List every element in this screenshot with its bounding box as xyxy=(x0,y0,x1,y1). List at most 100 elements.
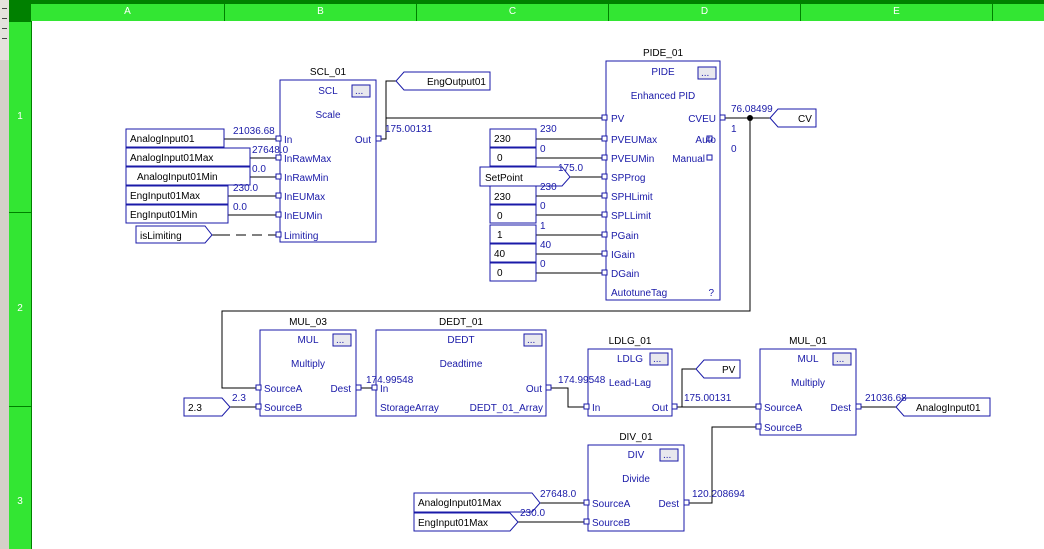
const-2-3[interactable] xyxy=(183,397,231,417)
mul1-type: MUL xyxy=(797,354,819,365)
tag-engoutput01[interactable] xyxy=(395,71,491,91)
scl-pin-limiting: Limiting xyxy=(284,231,318,242)
pide-val-cveu: 76.08499 xyxy=(731,104,773,115)
pide-pin-pveumax: PVEUMax xyxy=(611,135,657,146)
pide-val-pveumax: 230 xyxy=(540,124,557,135)
mul1-val-dest: 21036.68 xyxy=(865,393,907,404)
tag-label-analoginput01-out: AnalogInput01 xyxy=(916,403,981,414)
pide-props-button[interactable] xyxy=(697,66,717,80)
pide-pin-pgain: PGain xyxy=(611,231,639,242)
pide-val-pveumin: 0 xyxy=(540,144,546,155)
pide-val-spllimit: 0 xyxy=(540,201,546,212)
pide-val-auto: 1 xyxy=(731,124,737,135)
scl-pin-out: Out xyxy=(355,135,371,146)
tag-label-setpoint: SetPoint xyxy=(485,173,523,184)
column-label: A xyxy=(124,6,131,17)
svg-text:...: ... xyxy=(653,354,661,365)
mul1-props-button[interactable] xyxy=(832,352,852,366)
mul1-pin-a: SourceA xyxy=(764,403,803,414)
tag-label-islimiting: isLimiting xyxy=(140,231,182,242)
mul3-pin-b: SourceB xyxy=(264,403,303,414)
pide-block[interactable] xyxy=(605,60,721,301)
dedt-block[interactable] xyxy=(375,329,547,417)
tag-label-analoginput01max: AnalogInput01Max xyxy=(130,153,213,164)
tag-label-enginput01min: EngInput01Min xyxy=(130,210,197,221)
const-230-a[interactable] xyxy=(489,128,537,148)
ldlg-props-button[interactable] xyxy=(649,352,669,366)
row-1-label[interactable]: 1 xyxy=(17,111,23,122)
svg-text:...: ... xyxy=(836,354,844,365)
tag-analoginput01-out[interactable] xyxy=(895,397,991,417)
scl-val-eumax: 230.0 xyxy=(233,183,258,194)
tag-div-analoginput01max[interactable] xyxy=(413,492,541,513)
div-props-button[interactable] xyxy=(659,448,679,462)
pide-val-manual: 0 xyxy=(731,144,737,155)
dedt-val-out: 174.99548 xyxy=(558,375,606,386)
dedt-type: DEDT xyxy=(447,335,474,346)
column-label: C xyxy=(508,6,517,17)
row-2-label[interactable]: 2 xyxy=(17,303,23,314)
scl-pin-eumax: InEUMax xyxy=(284,192,325,203)
dedt-pin-in: In xyxy=(380,384,388,395)
svg-text:...: ... xyxy=(336,335,344,346)
tag-div-enginput01max[interactable] xyxy=(413,512,519,532)
tag-cv[interactable] xyxy=(769,108,817,128)
const-0-b[interactable] xyxy=(489,204,537,224)
column-c-header[interactable]: C xyxy=(417,4,609,21)
const-0-a[interactable] xyxy=(489,147,537,167)
tag-islimiting[interactable] xyxy=(135,225,213,244)
div-pin-b: SourceB xyxy=(592,518,631,529)
const-40[interactable] xyxy=(489,243,537,263)
tag-analoginput01max[interactable] xyxy=(125,147,251,167)
column-a-header[interactable]: A xyxy=(31,4,225,21)
row-3-label[interactable]: 3 xyxy=(17,496,23,507)
pide-pin-sphlimit: SPHLimit xyxy=(611,192,653,203)
pide-pin-spprog: SPProg xyxy=(611,173,645,184)
mul3-val-b: 2.3 xyxy=(232,393,246,404)
div-pin-a: SourceA xyxy=(592,499,631,510)
pide-val-spprog: 175.0 xyxy=(558,163,583,174)
window-edge xyxy=(0,0,9,549)
scl-props-button[interactable] xyxy=(351,84,371,98)
scl-block[interactable] xyxy=(279,79,377,243)
svg-text:...: ... xyxy=(527,335,535,346)
ldlg-tag-name: LDLG_01 xyxy=(609,336,652,347)
tag-pv[interactable] xyxy=(695,359,741,379)
tag-label-enginput01max: EngInput01Max xyxy=(130,191,200,202)
pide-pin-pv: PV xyxy=(611,114,625,125)
pide-pin-spllimit: SPLLimit xyxy=(611,211,651,222)
ldlg-pin-out: Out xyxy=(652,403,668,414)
column-header: A B C D E xyxy=(9,0,1044,21)
scl-val-eumin: 0.0 xyxy=(233,202,247,213)
scl-val-rawmax: 27648.0 xyxy=(252,145,289,156)
const-1[interactable] xyxy=(489,224,537,244)
pide-pin-pveumin: PVEUMin xyxy=(611,154,654,165)
pide-tag-name: PIDE_01 xyxy=(643,48,683,59)
tag-analoginput01min[interactable] xyxy=(125,166,251,186)
svg-text:...: ... xyxy=(701,68,709,79)
column-d-header[interactable]: D xyxy=(609,4,801,21)
dedt-props-button[interactable] xyxy=(523,333,543,347)
tag-label-40: 40 xyxy=(494,249,506,260)
svg-text:...: ... xyxy=(355,86,363,97)
div-pin-dest: Dest xyxy=(658,499,679,510)
tag-setpoint[interactable] xyxy=(479,166,571,187)
ldlg-pin-in: In xyxy=(592,403,600,414)
tag-enginput01max[interactable] xyxy=(125,185,229,205)
column-f-header[interactable] xyxy=(993,4,1044,21)
mul3-props-button[interactable] xyxy=(332,333,352,347)
svg-text:...: ... xyxy=(663,450,671,461)
tag-analoginput01[interactable] xyxy=(125,128,225,148)
mul1-desc: Multiply xyxy=(791,378,825,389)
tag-label-div-eng01max: EngInput01Max xyxy=(418,518,488,529)
tag-enginput01min[interactable] xyxy=(125,204,229,224)
pide-pin-cveu: CVEU xyxy=(688,114,716,125)
dedt-pin-storage: StorageArray xyxy=(380,403,439,414)
scl-pin-eumin: InEUMin xyxy=(284,211,322,222)
pide-val-igain: 40 xyxy=(540,240,552,251)
mul1-tag-name: MUL_01 xyxy=(789,336,827,347)
column-e-header[interactable]: E xyxy=(801,4,993,21)
column-b-header[interactable]: B xyxy=(225,4,417,21)
const-0-c[interactable] xyxy=(489,262,537,282)
